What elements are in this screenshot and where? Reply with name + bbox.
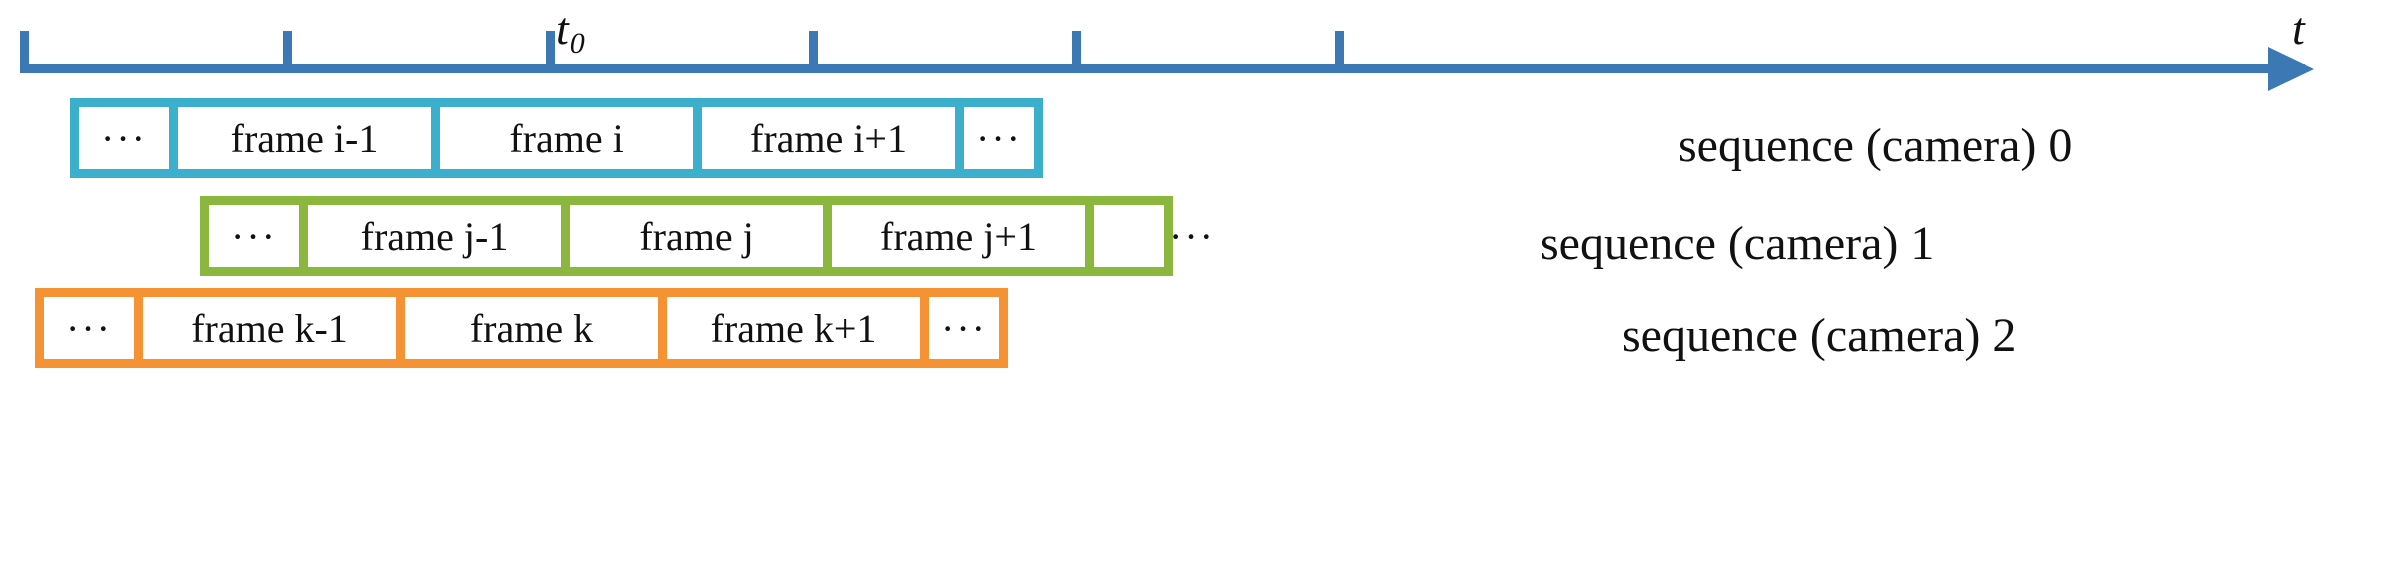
frame-cell-label: frame j: [639, 213, 754, 259]
sequence-row-1: ··· frame j-1 frame j frame j+1: [200, 196, 1173, 276]
frame-cell-2-3: frame k+1: [658, 297, 920, 359]
sequence-caption-2: sequence (camera) 2: [1622, 309, 2017, 362]
frame-cell-label: frame i+1: [750, 115, 907, 161]
frame-cell-2-1: frame k-1: [134, 297, 396, 359]
frame-cell-label: ···: [101, 115, 147, 161]
time-axis-tick-5: [1335, 31, 1344, 71]
t0-axis-label: t0: [556, 6, 585, 59]
frame-cell-0-4: ···: [955, 107, 1034, 169]
frame-cell-label: frame k+1: [710, 305, 877, 351]
frame-cell-1-0: ···: [209, 205, 299, 267]
sequence-caption-0: sequence (camera) 0: [1678, 119, 2073, 172]
t-axis-label: t: [2292, 6, 2305, 52]
time-axis-tick-3: [809, 31, 818, 71]
frame-cell-1-1: frame j-1: [299, 205, 561, 267]
frame-cell-0-2: frame i: [431, 107, 693, 169]
frame-cell-1-4: [1085, 205, 1164, 267]
sequence-row-0: ··· frame i-1 frame i frame i+1 ···: [70, 98, 1043, 178]
frame-cell-2-2: frame k: [396, 297, 658, 359]
frame-cell-1-2: frame j: [561, 205, 823, 267]
t0-symbol: t: [556, 3, 569, 54]
t0-subscript: 0: [569, 27, 585, 60]
frame-cell-label: frame i-1: [230, 115, 379, 161]
time-axis-tick-1: [283, 31, 292, 71]
frame-cell-0-3: frame i+1: [693, 107, 955, 169]
sequence-trailing-ellipsis-1: ···: [1169, 213, 1215, 259]
sequence-caption-1: sequence (camera) 1: [1540, 217, 1935, 270]
frame-cell-0-0: ···: [79, 107, 169, 169]
time-axis-tick-0: [20, 31, 29, 71]
frame-cell-label: frame k-1: [191, 305, 348, 351]
frame-cell-label: ···: [976, 115, 1022, 161]
frame-cell-label: frame j+1: [880, 213, 1037, 259]
frame-cell-label: frame k: [469, 305, 594, 351]
frame-cell-0-1: frame i-1: [169, 107, 431, 169]
frame-cell-label: frame j-1: [360, 213, 509, 259]
t-symbol: t: [2292, 3, 2305, 54]
time-axis-tick-2: [546, 31, 555, 71]
frame-cell-2-4: ···: [920, 297, 999, 359]
time-axis-tick-4: [1072, 31, 1081, 71]
time-axis: t0 t: [0, 0, 2385, 100]
time-axis-line: [20, 64, 2305, 73]
frame-cell-label: ···: [231, 213, 277, 259]
frame-cell-label: frame i: [509, 115, 624, 161]
frame-cell-label: ···: [66, 305, 112, 351]
frame-cell-1-3: frame j+1: [823, 205, 1085, 267]
frame-cell-2-0: ···: [44, 297, 134, 359]
frame-cell-label: ···: [941, 305, 987, 351]
time-axis-arrowhead: [2268, 47, 2314, 91]
sequence-row-2: ··· frame k-1 frame k frame k+1 ···: [35, 288, 1008, 368]
